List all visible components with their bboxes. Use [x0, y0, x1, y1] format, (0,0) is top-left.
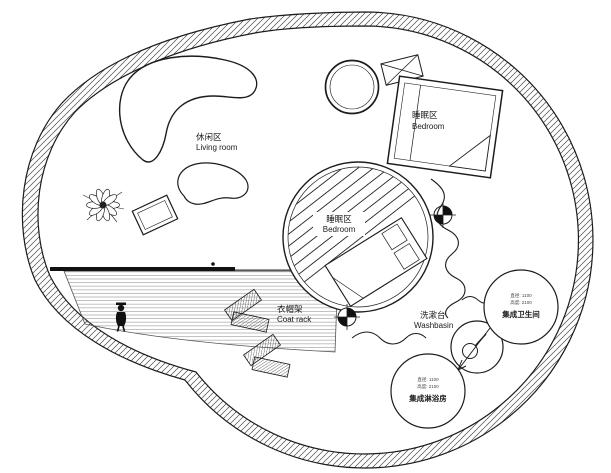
outer-wall [21, 11, 594, 469]
coat-rack-label: 衣帽架 Coat rack [277, 304, 312, 324]
label-backing [313, 212, 365, 236]
coat-rack-label-zh: 衣帽架 [277, 304, 303, 314]
direction-arrow-icon [457, 327, 491, 371]
door-pivot-dot [211, 262, 215, 266]
column-marker-icon [334, 304, 360, 330]
living-room-sofa [118, 55, 258, 163]
living-room-label-zh: 休闲区 [196, 132, 222, 142]
coat-rack-label-en: Coat rack [277, 315, 312, 324]
washbasin-label-zh: 洗漱台 [420, 310, 446, 320]
round-table [324, 59, 380, 115]
bathroom-pod-spec2: 高度: 2100 [510, 299, 532, 306]
shower-pod-label: 集成淋浴房 [408, 393, 447, 403]
shower-pod-spec1: 直径: 1100 [417, 376, 439, 382]
bedroom-core [282, 161, 434, 313]
stool [131, 194, 179, 236]
coat-rack-items [223, 288, 291, 378]
bedroom-center-label: 睡眠区 Bedroom [313, 212, 365, 236]
living-room-label-en: Living room [196, 143, 238, 152]
bed-upper [386, 75, 504, 179]
column-marker-icon [430, 202, 456, 228]
living-room-label: 休闲区 Living room [196, 132, 238, 152]
deck-area [63, 270, 339, 353]
shower-pod: 直径: 1100 高度: 2100 集成淋浴房 [390, 353, 466, 429]
curtain-line [351, 331, 427, 345]
shower-pod-spec2: 高度: 2100 [417, 383, 439, 390]
curtain-line [430, 178, 466, 319]
coffee-table [177, 162, 249, 205]
bedroom-upper-label-zh: 睡眠区 [412, 110, 438, 120]
washbasin-symbol [450, 320, 504, 374]
bedroom-upper-label: 睡眠区 Bedroom [412, 110, 445, 131]
bedroom-upper-label-en: Bedroom [412, 122, 445, 131]
bathroom-pod-label: 集成卫生间 [501, 309, 540, 319]
bedroom-center-label-en: Bedroom [323, 225, 356, 234]
washbasin-label-en: Washbasin [414, 321, 453, 330]
core-bed [324, 217, 428, 307]
plant-icon [82, 188, 125, 223]
bedroom-center-label-zh: 睡眠区 [326, 214, 352, 224]
washbasin-label: 洗漱台 Washbasin [414, 310, 453, 330]
bathroom-pod-spec1: 直径: 1100 [510, 292, 532, 298]
person-icon [115, 302, 127, 332]
bathroom-pod: 直径: 1100 高度: 2100 集成卫生间 [483, 269, 559, 345]
